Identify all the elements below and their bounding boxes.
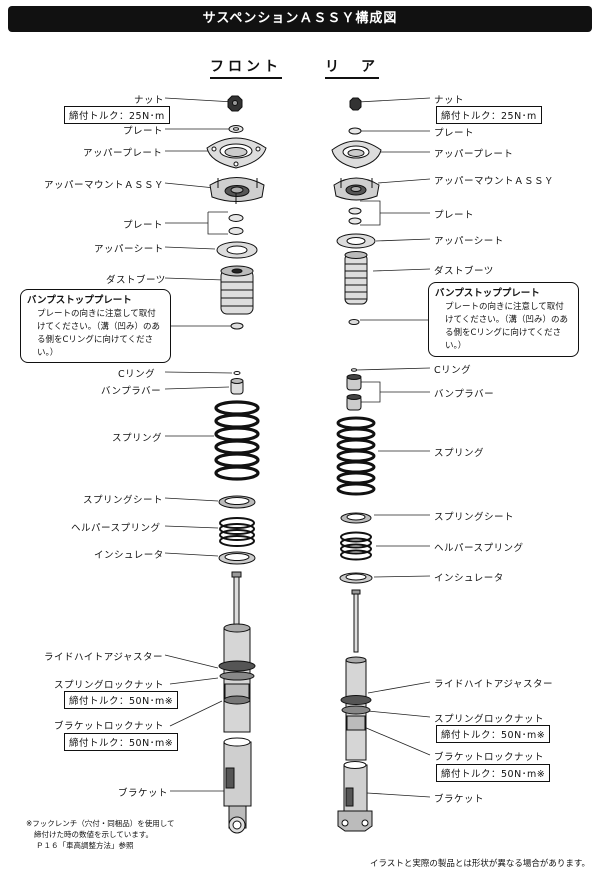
rear-label-plate1: プレート <box>434 128 475 139</box>
rear-bump-rubber-lower <box>346 394 362 411</box>
rear-label-upper-plate: アッパープレート <box>434 149 514 160</box>
front-damper <box>218 571 256 733</box>
front-label-bracket: ブラケット <box>118 788 169 799</box>
footnote-line1: ※フックレンチ（穴付・同梱品）を使用して <box>26 819 175 828</box>
rear-label-helper-spring: ヘルパースプリング <box>434 543 524 554</box>
footnote: ※フックレンチ（穴付・同梱品）を使用して 締付けた時の数値を示しています。 Ｐ１… <box>26 818 175 851</box>
front-column-heading: フロント <box>210 56 282 79</box>
front-bump-note-body: プレートの向きに注意して取付けてください。（溝（凹み）のある側をCリングに向けて… <box>37 309 160 358</box>
front-torque-bracket-lock: 締付トルク：50N･m※ <box>64 733 179 751</box>
rear-nut <box>349 97 362 111</box>
rear-torque-spring-lock: 締付トルク：50N･m※ <box>436 725 551 743</box>
rear-upper-plate <box>331 140 382 169</box>
rear-label-ride-height: ライドハイトアジャスター <box>434 679 553 690</box>
front-bump-stop-plate <box>230 322 244 330</box>
front-parts <box>206 95 267 834</box>
rear-bump-note-body: プレートの向きに注意して取付けてください。（溝（凹み）のある側をCリングに向けて… <box>445 302 568 351</box>
front-torque-nut: 締付トルク：25N･m <box>64 106 170 124</box>
front-label-dust-boot: ダストブーツ <box>106 275 166 286</box>
rear-plate-2b <box>348 217 362 225</box>
rear-spring <box>336 416 376 496</box>
front-label-spring-lock-nut: スプリングロックナット <box>54 680 165 691</box>
footnote-line3: Ｐ１６「車高調整方法」参照 <box>36 841 134 850</box>
disclaimer: イラストと実際の製品とは形状が異なる場合があります。 <box>370 859 590 869</box>
front-bump-rubber <box>230 378 244 395</box>
front-label-plate2: プレート <box>123 220 164 231</box>
front-bracket <box>223 737 252 834</box>
rear-torque-nut: 締付トルク：25N･m <box>436 106 542 124</box>
front-label-upper-seat: アッパーシート <box>94 244 164 255</box>
front-helper-spring <box>219 517 255 547</box>
footnote-line2: 締付けた時の数値を示しています。 <box>34 830 154 839</box>
front-label-spring-seat: スプリングシート <box>83 495 164 506</box>
front-plate-2b <box>228 227 244 235</box>
front-label-spring: スプリング <box>112 433 163 444</box>
rear-label-upper-seat: アッパーシート <box>434 236 504 247</box>
front-plate-2a <box>228 214 244 222</box>
front-upper-mount <box>209 177 265 204</box>
front-bump-note-title: バンプストッププレート <box>27 295 132 306</box>
front-label-nut: ナット <box>134 95 165 106</box>
front-label-helper-spring: ヘルパースプリング <box>71 523 161 534</box>
leader-lines <box>164 97 431 798</box>
rear-label-spring: スプリング <box>434 448 485 459</box>
rear-dust-boot <box>344 251 368 305</box>
front-nut <box>227 95 243 112</box>
rear-label-c-ring: Cリング <box>434 365 472 376</box>
rear-upper-mount <box>333 177 380 201</box>
rear-bump-rubber-upper <box>346 374 362 391</box>
rear-bump-stop-note: バンプストッププレート プレートの向きに注意して取付けてください。（溝（凹み）の… <box>428 282 579 357</box>
rear-label-insulator: インシュレータ <box>434 573 504 584</box>
front-upper-seat <box>216 241 258 259</box>
front-torque-spring-lock: 締付トルク：50N･m※ <box>64 691 179 709</box>
front-label-upper-plate: アッパープレート <box>83 148 163 159</box>
front-label-upper-mount: アッパーマウントＡＳＳＹ <box>44 180 165 191</box>
rear-damper <box>340 589 372 761</box>
rear-bump-stop-plate <box>348 319 360 325</box>
front-insulator <box>218 551 256 565</box>
page-title: サスペンションＡＳＳＹ構成図 <box>8 6 592 32</box>
front-label-ride-height: ライドハイトアジャスター <box>44 652 163 663</box>
front-bump-stop-note: バンプストッププレート プレートの向きに注意して取付けてください。（溝（凹み）の… <box>20 289 171 363</box>
rear-label-spring-lock-nut: スプリングロックナット <box>434 714 545 725</box>
front-label-bump-rubber: バンプラバー <box>101 386 162 397</box>
front-upper-plate <box>206 137 267 169</box>
rear-column-heading: リ ア <box>325 56 379 79</box>
rear-label-bracket-lock-nut: ブラケットロックナット <box>434 752 545 763</box>
rear-label-nut: ナット <box>434 95 465 106</box>
front-label-plate1: プレート <box>123 126 164 137</box>
rear-parts <box>331 97 382 832</box>
rear-label-spring-seat: スプリングシート <box>434 512 515 523</box>
rear-plate-top <box>348 127 362 135</box>
rear-helper-spring <box>340 531 372 561</box>
front-label-insulator: インシュレータ <box>94 550 164 561</box>
rear-label-upper-mount: アッパーマウントＡＳＳＹ <box>434 176 555 187</box>
rear-torque-bracket-lock: 締付トルク：50N･m※ <box>436 764 551 782</box>
front-c-ring <box>233 371 241 375</box>
rear-bracket <box>337 761 373 832</box>
rear-label-plate2: プレート <box>434 210 475 221</box>
front-label-c-ring: Cリング <box>118 369 156 380</box>
rear-label-bracket: ブラケット <box>434 794 485 805</box>
front-dust-boot <box>220 265 254 315</box>
front-spring-seat <box>218 495 256 509</box>
rear-spring-seat <box>340 512 372 524</box>
rear-upper-seat <box>336 233 376 249</box>
front-spring <box>214 400 260 481</box>
rear-label-bump-rubber: バンプラバー <box>434 389 495 400</box>
rear-c-ring <box>351 368 357 372</box>
front-label-bracket-lock-nut: ブラケットロックナット <box>54 721 165 732</box>
rear-label-dust-boot: ダストブーツ <box>434 266 494 277</box>
rear-plate-2a <box>348 207 362 215</box>
rear-bump-note-title: バンプストッププレート <box>435 288 540 299</box>
rear-insulator <box>339 572 373 584</box>
